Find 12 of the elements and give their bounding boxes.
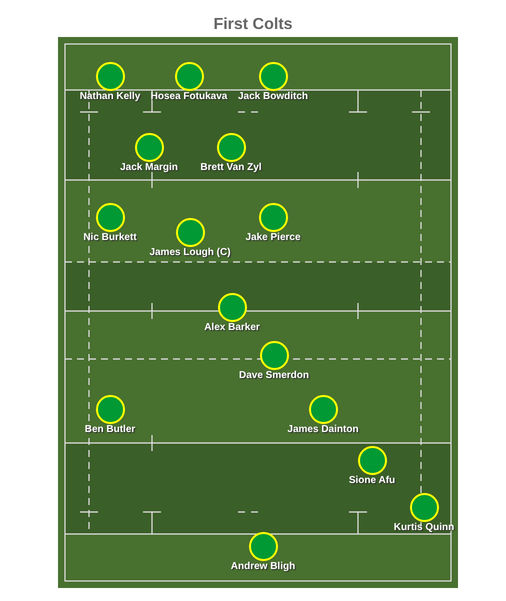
player-name: Alex Barker [204,322,260,333]
player-name: Jake Pierce [245,232,301,243]
player-name: Brett Van Zyl [200,162,262,173]
player-name: James Lough (C) [149,247,231,258]
player-name: Nathan Kelly [80,91,140,102]
title: First Colts [212,16,294,34]
player-name: Andrew Bligh [230,561,296,572]
player-name: Jack Bowditch [238,91,308,102]
player-name: Sione Afu [348,475,396,486]
player-name: Dave Smerdon [238,370,310,381]
player-name: James Dainton [287,424,359,435]
player-name: Jack Margin [120,162,178,173]
